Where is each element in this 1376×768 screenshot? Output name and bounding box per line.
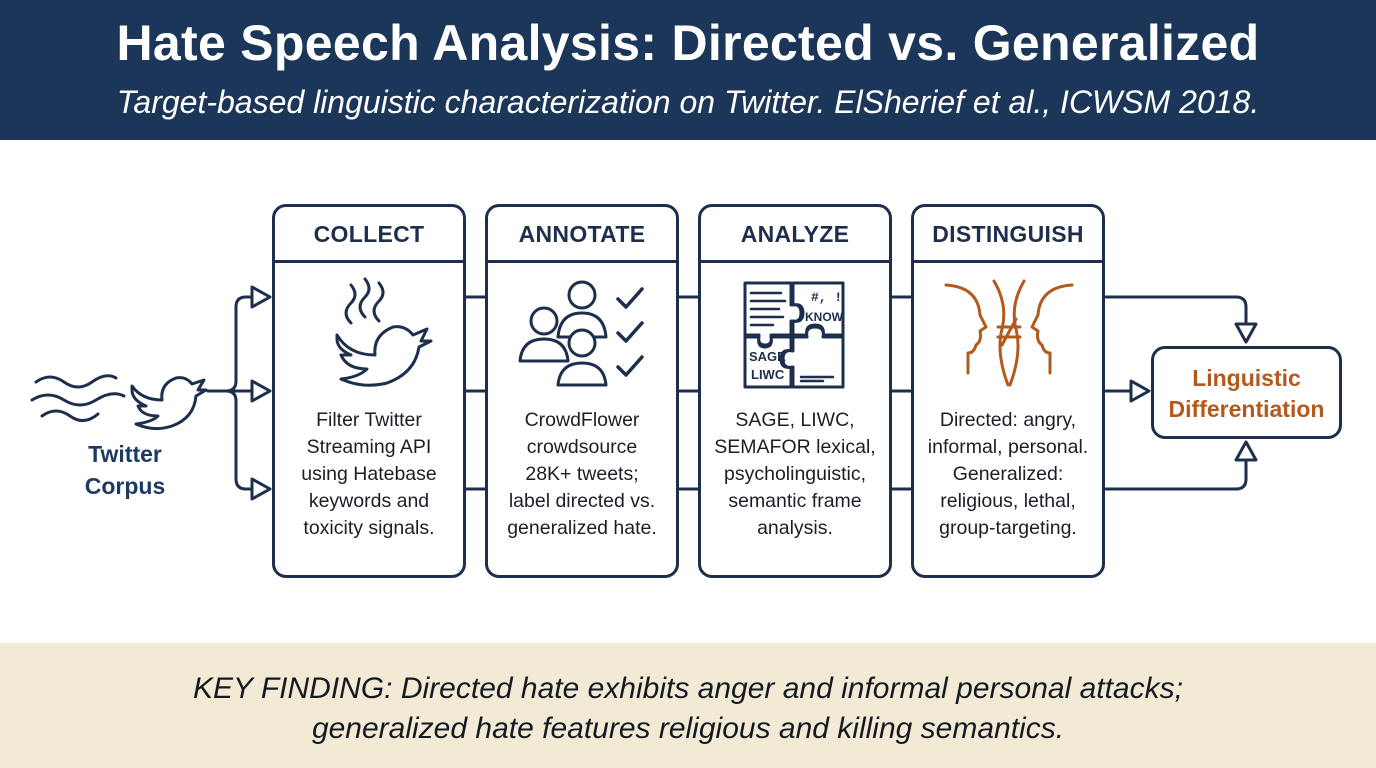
puzzle-label: #, ! bbox=[811, 290, 842, 305]
arrowhead-top bbox=[250, 285, 272, 309]
outcome-line2: Differentiation bbox=[1168, 396, 1325, 422]
outcome-connector-top bbox=[1104, 295, 1248, 324]
outcome-line1: Linguistic bbox=[1192, 365, 1301, 391]
crowd-checklist-icon bbox=[518, 280, 644, 387]
key-finding-line1: KEY FINDING: Directed hate exhibits ange… bbox=[193, 672, 1183, 705]
puzzle-label: LIWC bbox=[751, 367, 785, 382]
corpus-label-line2: Corpus bbox=[84, 473, 166, 499]
twitter-bird-icon bbox=[30, 374, 208, 431]
stage-card-distinguish: DISTINGUISH Directed: angry, informal, p… bbox=[911, 204, 1105, 578]
stage-line: keywords and bbox=[308, 490, 430, 512]
stage-line: crowdsource bbox=[526, 436, 638, 458]
stage-line: 28K+ tweets; bbox=[525, 463, 639, 485]
puzzle-pieces-icon: #, ! KNOW SAGE LIWC bbox=[743, 281, 845, 389]
page-title: Hate Speech Analysis: Directed vs. Gener… bbox=[116, 15, 1260, 71]
puzzle-label: KNOW bbox=[805, 310, 844, 324]
stage-line: Filter Twitter bbox=[316, 409, 422, 431]
stage-description: CrowdFlower crowdsource 28K+ tweets; lab… bbox=[492, 407, 672, 542]
stage-line: psycholinguistic, bbox=[724, 463, 866, 485]
corpus-label-line1: Twitter bbox=[88, 441, 162, 467]
faces-not-equal-icon bbox=[944, 279, 1074, 387]
stage-card-analyze: ANALYZE #, ! KNOW SAGE LIWC SAGE, LIWC, … bbox=[698, 204, 892, 578]
stage-card-collect: COLLECT Filter Twitter Streaming API usi… bbox=[272, 204, 466, 578]
arrowhead-bottom bbox=[250, 477, 272, 501]
stage-card-annotate: ANNOTATE CrowdFlower crowdsource 28K+ tw… bbox=[485, 204, 679, 578]
stage-title: ANNOTATE bbox=[488, 207, 676, 263]
stage-line: Generalized: bbox=[952, 463, 1064, 485]
stage-line: SEMAFOR lexical, bbox=[714, 436, 876, 458]
stage-line: generalized hate. bbox=[507, 517, 657, 539]
stage-description: SAGE, LIWC, SEMAFOR lexical, psycholingu… bbox=[705, 407, 885, 542]
arrowhead-mid bbox=[250, 379, 272, 403]
key-finding-line2: generalized hate features religious and … bbox=[311, 712, 1065, 745]
stage-line: label directed vs. bbox=[508, 490, 656, 512]
stage-line: semantic frame bbox=[728, 490, 862, 512]
arrowhead-outcome-top bbox=[1234, 322, 1258, 344]
stage-line: CrowdFlower bbox=[524, 409, 640, 431]
stage-line: Streaming API bbox=[306, 436, 432, 458]
stage-line: using Hatebase bbox=[301, 463, 437, 485]
stage-title: COLLECT bbox=[275, 207, 463, 263]
stage-line: SAGE, LIWC, bbox=[735, 409, 855, 431]
fan-connector-bottom bbox=[206, 389, 256, 491]
stage-title: ANALYZE bbox=[701, 207, 889, 263]
arrowhead-outcome-mid bbox=[1129, 379, 1151, 403]
header-banner: Hate Speech Analysis: Directed vs. Gener… bbox=[0, 0, 1376, 140]
steaming-twitter-bird-icon bbox=[335, 277, 433, 387]
stage-line: analysis. bbox=[757, 517, 833, 539]
stage-line: informal, personal. bbox=[927, 436, 1089, 458]
key-finding-text: KEY FINDING: Directed hate exhibits ange… bbox=[0, 669, 1376, 749]
puzzle-label: SAGE bbox=[749, 349, 786, 364]
arrowhead-outcome-bottom bbox=[1234, 440, 1258, 462]
stage-description: Filter Twitter Streaming API using Hateb… bbox=[279, 407, 459, 542]
key-finding-footer: KEY FINDING: Directed hate exhibits ange… bbox=[0, 643, 1376, 768]
stage-line: toxicity signals. bbox=[303, 517, 435, 539]
stage-line: Directed: angry, bbox=[939, 409, 1077, 431]
corpus-label: Twitter Corpus bbox=[70, 438, 180, 502]
page-subtitle: Target-based linguistic characterization… bbox=[116, 84, 1260, 120]
outcome-box: Linguistic Differentiation bbox=[1151, 346, 1342, 439]
outcome-connector-bottom bbox=[1104, 460, 1248, 491]
stage-description: Directed: angry, informal, personal. Gen… bbox=[918, 407, 1098, 542]
stage-title: DISTINGUISH bbox=[914, 207, 1102, 263]
stage-line: group-targeting. bbox=[939, 517, 1077, 539]
stage-line: religious, lethal, bbox=[940, 490, 1076, 512]
